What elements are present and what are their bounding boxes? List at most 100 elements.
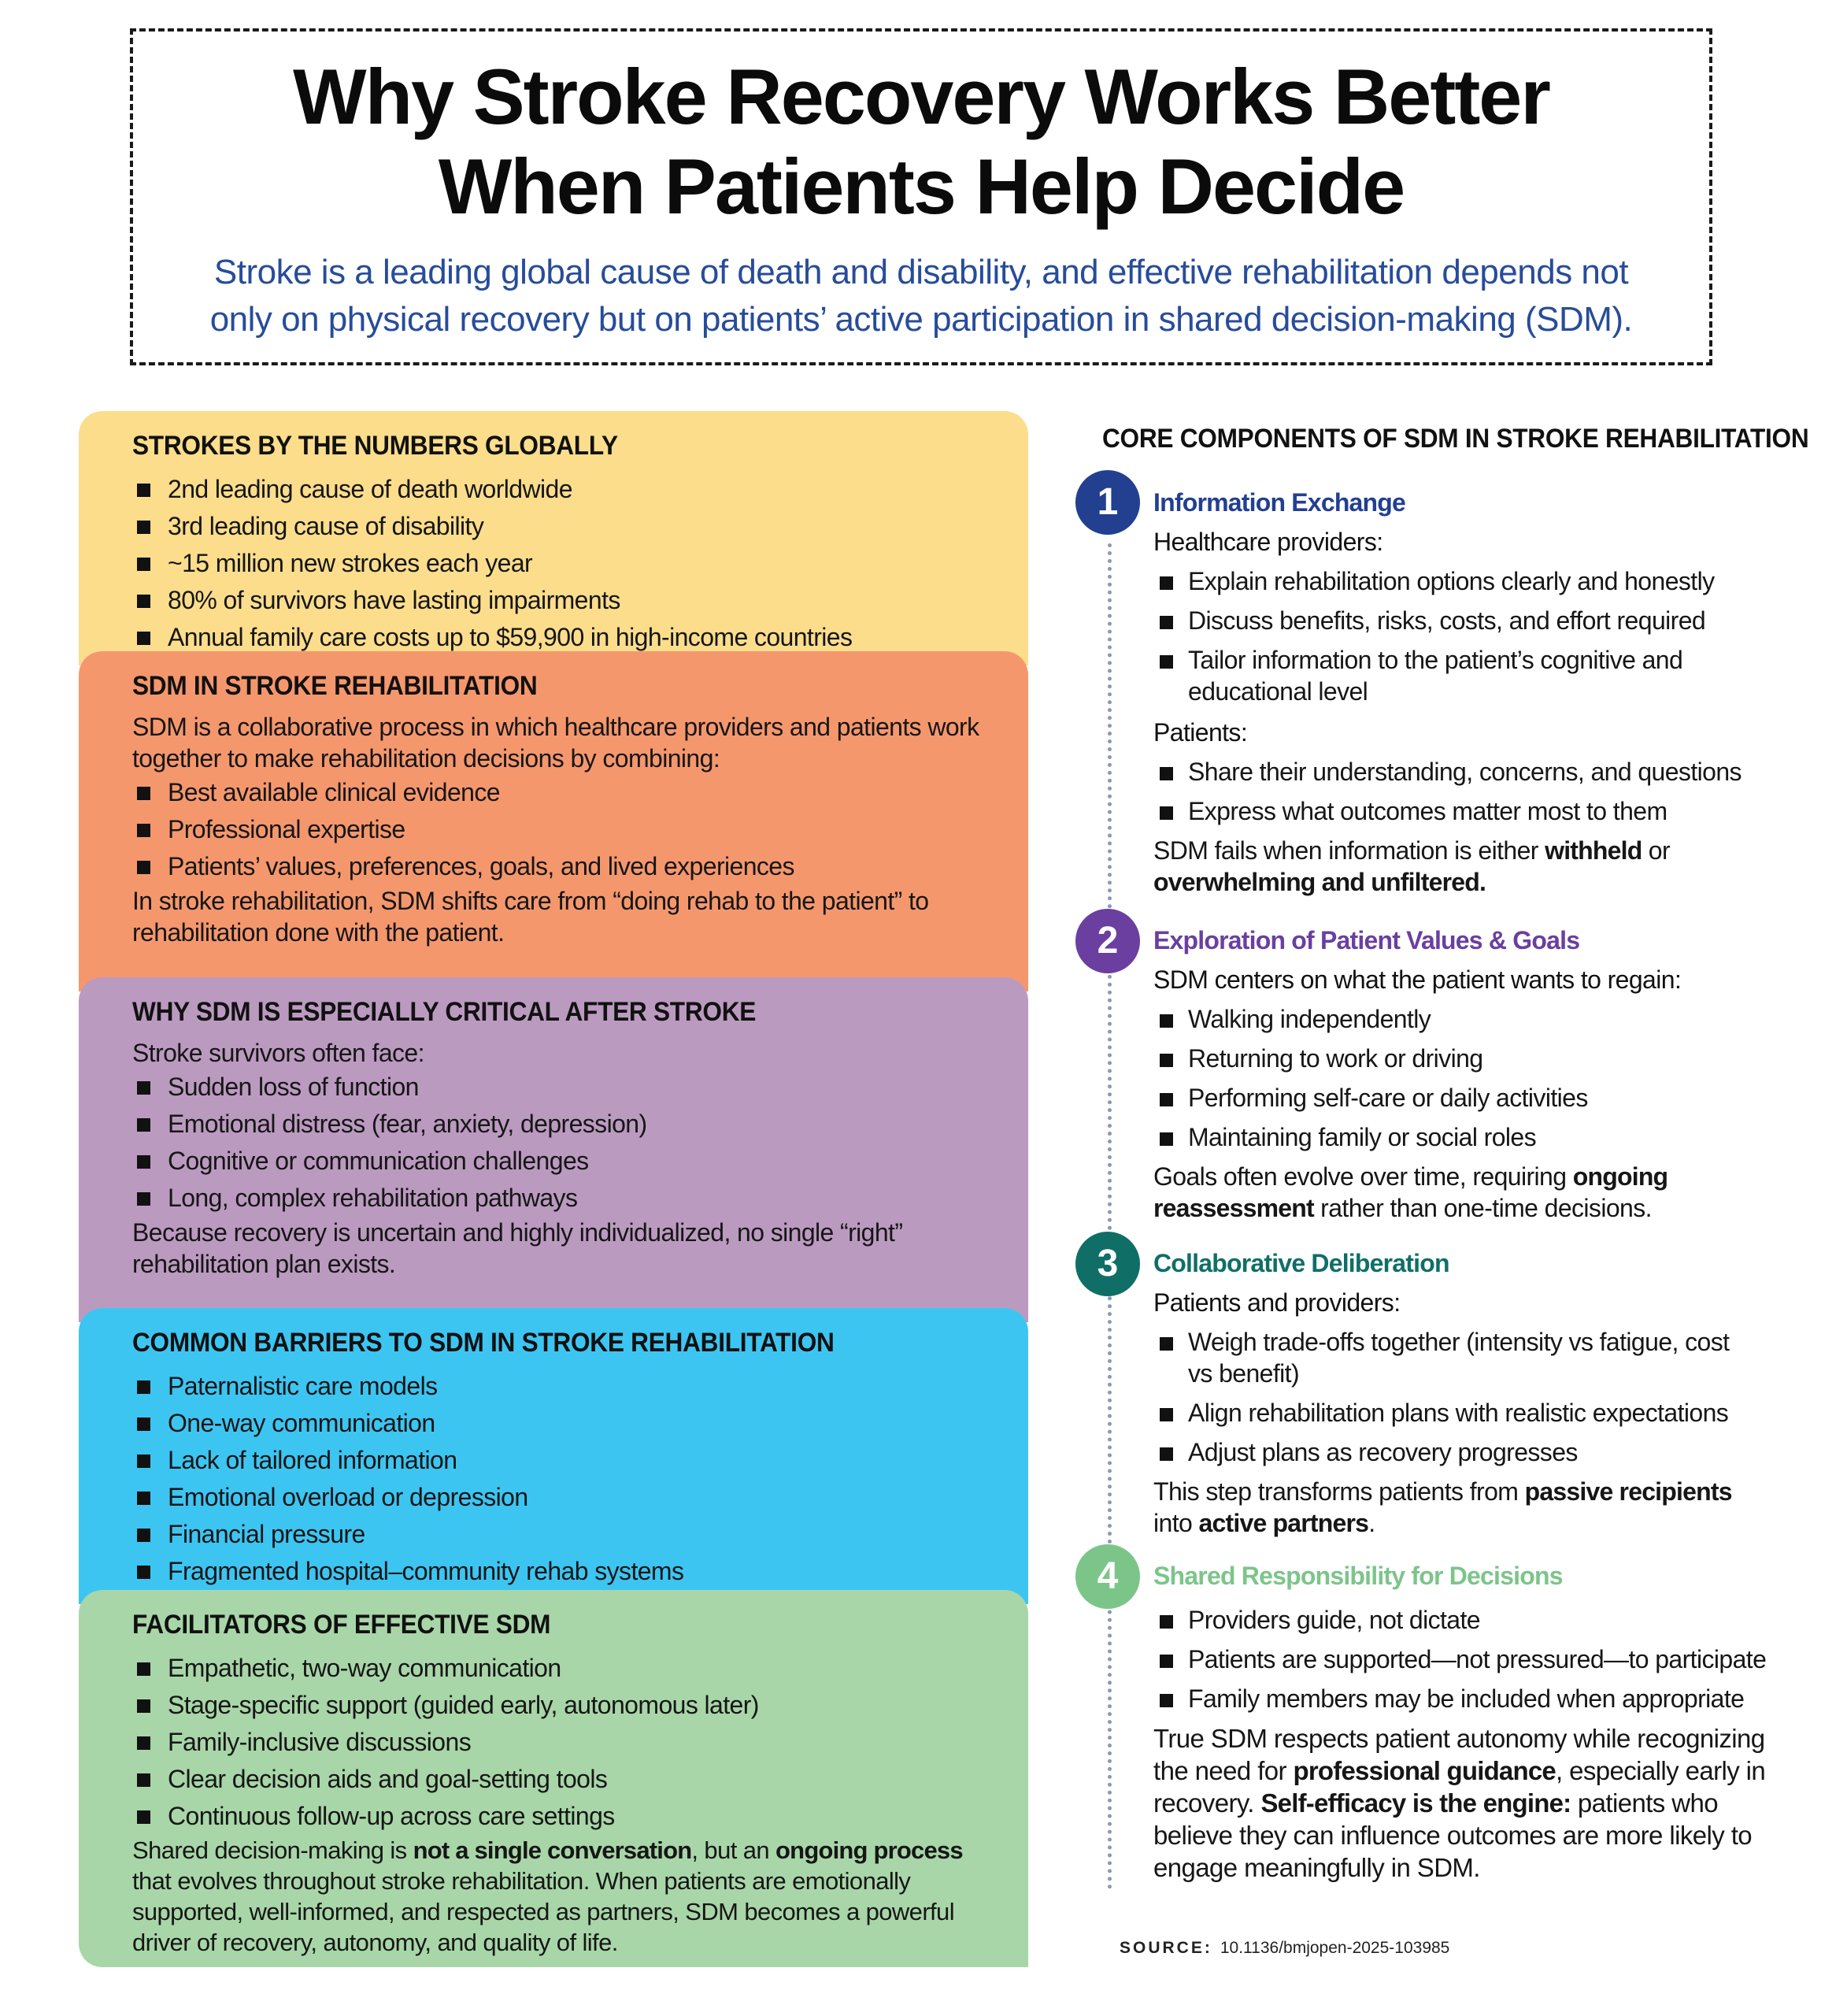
list-item: Share their understanding, concerns, and… (1153, 756, 1783, 788)
step-3-badge: 3 (1075, 1232, 1140, 1296)
list-item: Fragmented hospital–community rehab syst… (132, 1553, 981, 1590)
bold-text: Self-efficacy is the engine: (1260, 1788, 1571, 1818)
bold-text: professional guidance (1293, 1756, 1556, 1785)
list-item: Maintaining family or social roles (1153, 1121, 1783, 1153)
bold-text: overwhelming and unfiltered. (1153, 868, 1486, 896)
step-3: Collaborative Deliberation Patients and … (1153, 1241, 1783, 1539)
step-2-title: Exploration of Patient Values & Goals (1153, 926, 1580, 954)
step-4-list: Providers guide, not dictate Patients ar… (1153, 1604, 1783, 1714)
list-item: Patients are supported—not pressured—to … (1153, 1644, 1783, 1675)
step-1-provider-list: Explain rehabilitation options clearly a… (1153, 565, 1783, 707)
list-item: Paternalistic care models (132, 1368, 981, 1405)
list-item: Tailor information to the patient’s cogn… (1153, 644, 1692, 707)
bold-text: ongoing reassessment (1153, 1162, 1668, 1222)
bold-text: passive recipients (1524, 1477, 1733, 1506)
step-4: Shared Responsibility for Decisions Prov… (1153, 1554, 1783, 1884)
numbers-list: 2nd leading cause of death worldwide 3rd… (132, 471, 981, 656)
sdm-intro: SDM is a collaborative process in which … (132, 713, 979, 773)
step-3-note: This step transforms patients from passi… (1153, 1476, 1767, 1539)
page-title: Why Stroke Recovery Works Better When Pa… (133, 52, 1709, 232)
list-item: Discuss benefits, risks, costs, and effo… (1153, 605, 1783, 636)
text-span: rather than one-time decisions. (1313, 1194, 1652, 1222)
list-item: Weigh trade-offs together (intensity vs … (1153, 1326, 1755, 1389)
list-item: Cognitive or communication challenges (132, 1143, 981, 1180)
list-item: Professional expertise (132, 811, 981, 848)
text-span: patients who believe they can influence … (1153, 1788, 1753, 1882)
list-item: Sudden loss of function (132, 1069, 981, 1106)
title-line: Why Stroke Recovery Works Better (293, 53, 1551, 140)
list-item: Best available clinical evidence (132, 774, 981, 811)
text-span: True SDM respects patient autonomy while… (1153, 1724, 1765, 1785)
list-item: ~15 million new strokes each year (132, 545, 981, 582)
text-span: . (1368, 1509, 1375, 1537)
list-item: Express what outcomes matter most to the… (1153, 795, 1783, 827)
core-title: CORE COMPONENTS OF SDM IN STROKE REHABIL… (1102, 424, 1809, 454)
step-1-note: SDM fails when information is either wit… (1153, 835, 1704, 898)
list-item: Clear decision aids and goal-setting too… (132, 1761, 981, 1798)
text-span: This step transforms patients from (1153, 1477, 1525, 1506)
list-item: Continuous follow-up across care setting… (132, 1798, 981, 1835)
text-span: or (1642, 836, 1671, 865)
step-label: SDM centers on what the patient wants to… (1153, 965, 1682, 994)
subtitle-line: only on physical recovery but on patient… (209, 300, 1633, 339)
bold-text: ongoing process (775, 1836, 964, 1864)
list-item: Empathetic, two-way communication (132, 1650, 981, 1687)
list-item: Providers guide, not dictate (1153, 1604, 1783, 1636)
text-span: SDM fails when information is either (1153, 836, 1545, 865)
list-item: Performing self-care or daily activities (1153, 1082, 1783, 1114)
list-item: Family members may be included when appr… (1153, 1683, 1783, 1714)
list-item: Lack of tailored information (132, 1442, 981, 1479)
step-label: Patients: (1153, 718, 1248, 747)
text-span: , especially early in recovery. (1153, 1756, 1766, 1818)
critical-card: WHY SDM IS ESPECIALLY CRITICAL AFTER STR… (79, 977, 1028, 1322)
bold-text: withheld (1545, 836, 1642, 865)
list-item: Walking independently (1153, 1003, 1783, 1035)
text-span: into (1153, 1509, 1199, 1537)
step-1-title: Information Exchange (1153, 488, 1406, 517)
list-item: Align rehabilitation plans with realisti… (1153, 1397, 1783, 1429)
step-label: Healthcare providers: (1153, 528, 1383, 556)
critical-intro: Stroke survivors often face: (132, 1039, 425, 1067)
step-1-badge: 1 (1075, 470, 1140, 535)
step-1: Information Exchange Healthcare provider… (1153, 480, 1783, 898)
critical-list: Sudden loss of function Emotional distre… (132, 1069, 981, 1217)
text-span: , but an (691, 1836, 776, 1864)
critical-title: WHY SDM IS ESPECIALLY CRITICAL AFTER STR… (132, 997, 757, 1027)
numbers-card: STROKES BY THE NUMBERS GLOBALLY 2nd lead… (79, 411, 1028, 665)
source-label: SOURCE: (1120, 1939, 1212, 1957)
sdm-card: SDM IN STROKE REHABILITATION SDM is a co… (79, 651, 1028, 991)
step-4-note: True SDM respects patient autonomy while… (1153, 1722, 1775, 1884)
text-span: Shared decision-making is (132, 1836, 413, 1864)
list-item: One-way communication (132, 1405, 981, 1442)
list-item: Adjust plans as recovery progresses (1153, 1436, 1783, 1468)
facilitators-outro: Shared decision-making is not a single c… (132, 1835, 981, 1958)
list-item: Long, complex rehabilitation pathways (132, 1180, 981, 1217)
facilitators-list: Empathetic, two-way communication Stage-… (132, 1650, 981, 1835)
bold-text: not a single conversation (413, 1836, 693, 1864)
step-label: Patients and providers: (1153, 1288, 1401, 1317)
list-item: Emotional overload or depression (132, 1479, 981, 1516)
header-box: Why Stroke Recovery Works Better When Pa… (130, 28, 1712, 365)
step-1-patient-list: Share their understanding, concerns, and… (1153, 756, 1783, 827)
list-item: Emotional distress (fear, anxiety, depre… (132, 1106, 981, 1143)
step-2-badge: 2 (1075, 909, 1140, 973)
subtitle-line: Stroke is a leading global cause of deat… (213, 253, 1629, 291)
numbers-title: STROKES BY THE NUMBERS GLOBALLY (132, 431, 618, 461)
list-item: 3rd leading cause of disability (132, 508, 981, 545)
step-4-badge: 4 (1075, 1544, 1140, 1609)
bold-text: active partners (1198, 1509, 1369, 1537)
barriers-list: Paternalistic care models One-way commun… (132, 1368, 981, 1590)
step-3-title: Collaborative Deliberation (1153, 1249, 1450, 1277)
list-item: 80% of survivors have lasting impairment… (132, 582, 981, 619)
sdm-outro: In stroke rehabilitation, SDM shifts car… (132, 887, 929, 947)
step-4-title: Shared Responsibility for Decisions (1153, 1562, 1564, 1590)
page-subtitle: Stroke is a leading global cause of deat… (133, 249, 1709, 343)
sdm-list: Best available clinical evidence Profess… (132, 774, 981, 885)
text-span: Goals often evolve over time, requiring (1153, 1162, 1573, 1191)
list-item: Stage-specific support (guided early, au… (132, 1687, 981, 1724)
list-item: Family-inclusive discussions (132, 1724, 981, 1761)
source-doi: 10.1136/bmjopen-2025-103985 (1220, 1939, 1450, 1957)
step-2: Exploration of Patient Values & Goals SD… (1153, 918, 1783, 1224)
sdm-title: SDM IN STROKE REHABILITATION (132, 671, 538, 701)
barriers-card: COMMON BARRIERS TO SDM IN STROKE REHABIL… (79, 1308, 1028, 1604)
